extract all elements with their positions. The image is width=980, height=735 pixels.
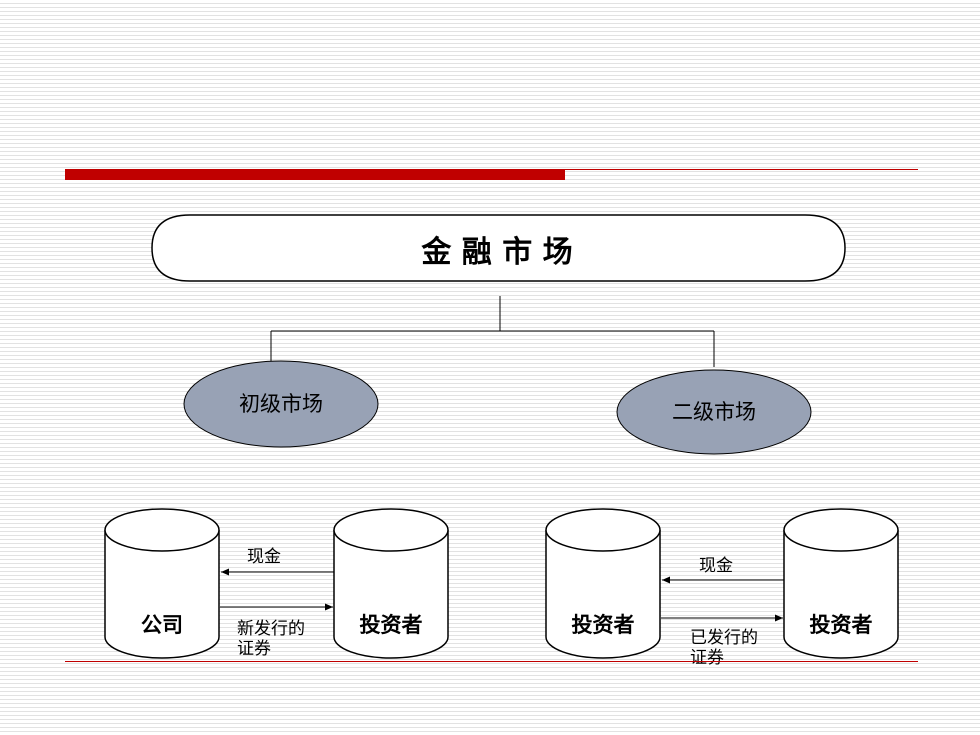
cash-label-primary: 现金 xyxy=(247,547,281,567)
company-cylinder: 公司 xyxy=(104,508,220,659)
investor-cylinder-seller: 投资者 xyxy=(545,508,661,659)
new-securities-label-line2: 证券 xyxy=(237,639,271,659)
cash-label-secondary: 现金 xyxy=(699,556,733,576)
primary-market-node xyxy=(183,360,379,448)
header-red-bar xyxy=(65,169,565,180)
title-banner xyxy=(151,214,846,282)
secondary-market-label: 二级市场 xyxy=(672,400,756,424)
investor-cylinder-buyer: 投资者 xyxy=(783,508,899,659)
primary-market-label: 初级市场 xyxy=(239,392,323,416)
investor-label-buyer: 投资者 xyxy=(810,612,873,637)
diagram-title: 金 融 市 场 xyxy=(420,235,572,270)
new-securities-label-line1: 新发行的 xyxy=(237,619,305,639)
investor-label-primary: 投资者 xyxy=(360,612,423,637)
investor-label-seller: 投资者 xyxy=(572,612,635,637)
secondary-market-node xyxy=(616,369,812,455)
investor-cylinder-primary: 投资者 xyxy=(333,508,449,659)
company-label: 公司 xyxy=(141,612,183,637)
tree-connector xyxy=(270,296,715,367)
issued-securities-label-line1: 已发行的 xyxy=(690,628,758,648)
issued-securities-label-line2: 证券 xyxy=(690,648,724,668)
